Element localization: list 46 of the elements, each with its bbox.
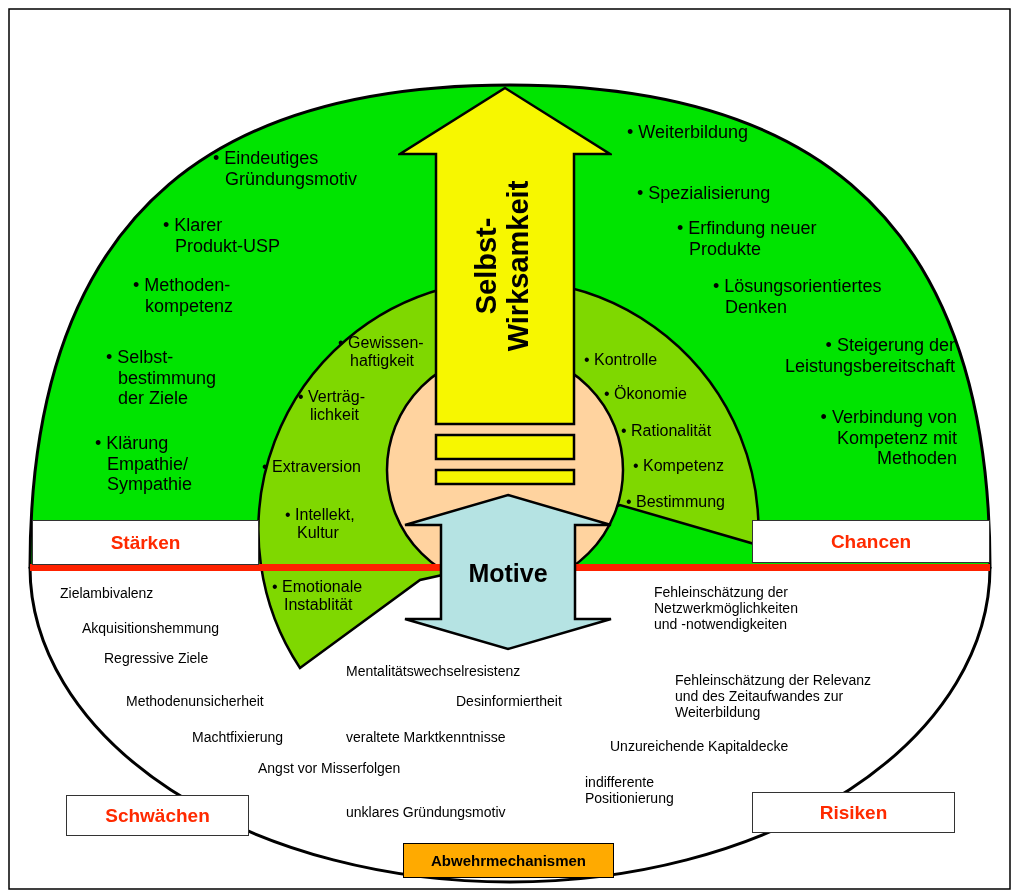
note-text: Unzureichende Kapitaldecke [610, 738, 790, 755]
note-text: Fehleinschätzung der Relevanz und des Zeitaufwandes zur Weiterbildung [675, 672, 873, 721]
note-text: Angst vor Misserfolgen [258, 760, 402, 777]
bullet-item: • Klärung Empathie/ Sympathie [95, 433, 194, 496]
note-text: Regressive Ziele [104, 650, 210, 667]
bullet-item: • Bestimmung [626, 493, 726, 512]
bullet-item: • Intellekt, Kultur [285, 506, 356, 543]
double-arrow [403, 493, 613, 651]
bullet-item: • Ökonomie [604, 385, 688, 404]
bullet-item: • Klarer Produkt-USP [163, 215, 282, 257]
category-label: Schwächen [105, 804, 210, 827]
note-text: Machtfixierung [192, 729, 285, 746]
arrow-label: Motive [467, 559, 549, 588]
note-text: unklares Gründungsmotiv [346, 804, 507, 821]
category-label: Risiken [819, 801, 888, 824]
bullet-item: • Steigerung der Leistungsbereitschaft [783, 335, 955, 377]
bullet-item: • Selbst- bestimmung der Ziele [106, 347, 218, 410]
bullet-item: • Weiterbildung [627, 122, 750, 143]
category-label: Stärken [110, 531, 181, 554]
category-box [752, 520, 990, 563]
category-box [66, 795, 249, 836]
bullet-item: • Kompetenz [633, 457, 725, 476]
bullet-item: • Spezialisierung [637, 183, 772, 204]
category-box [403, 843, 614, 878]
note-text: indifferente Positionierung [585, 774, 675, 807]
note-text: Methodenunsicherheit [126, 693, 265, 710]
note-text: Mentalitätswechselresistenz [346, 663, 522, 680]
bullet-item: • Emotionale Instablität [272, 578, 364, 615]
category-box [32, 520, 259, 565]
bullet-item: • Kontrolle [584, 351, 659, 370]
bullet-item: • Verbindung von Kompetenz mit Methoden [819, 407, 957, 470]
bullet-item: • Lösungsorientiertes Denken [713, 276, 883, 318]
arrow-label: Selbst- Wirksamkeit [470, 179, 535, 354]
category-box [752, 792, 955, 833]
note-text: Zielambivalenz [60, 585, 155, 602]
note-text: veraltete Marktkenntnisse [346, 729, 507, 746]
bullet-item: • Eindeutiges Gründungsmotiv [213, 148, 359, 190]
bullet-item: • Rationalität [621, 422, 713, 441]
bullet-item: • Erfindung neuer Produkte [677, 218, 818, 260]
note-text: Akquisitionshemmung [82, 620, 220, 637]
note-text: Desinformiertheit [456, 693, 563, 710]
category-label: Abwehrmechanismen [430, 852, 586, 869]
note-text: Fehleinschätzung der Netzwerkmöglichkeiten und -notwendigkeiten [654, 584, 799, 633]
category-label: Chancen [830, 530, 912, 553]
bullet-item: • Verträg- lichkeit [298, 388, 366, 425]
bullet-item: • Methoden- kompetenz [133, 275, 235, 317]
